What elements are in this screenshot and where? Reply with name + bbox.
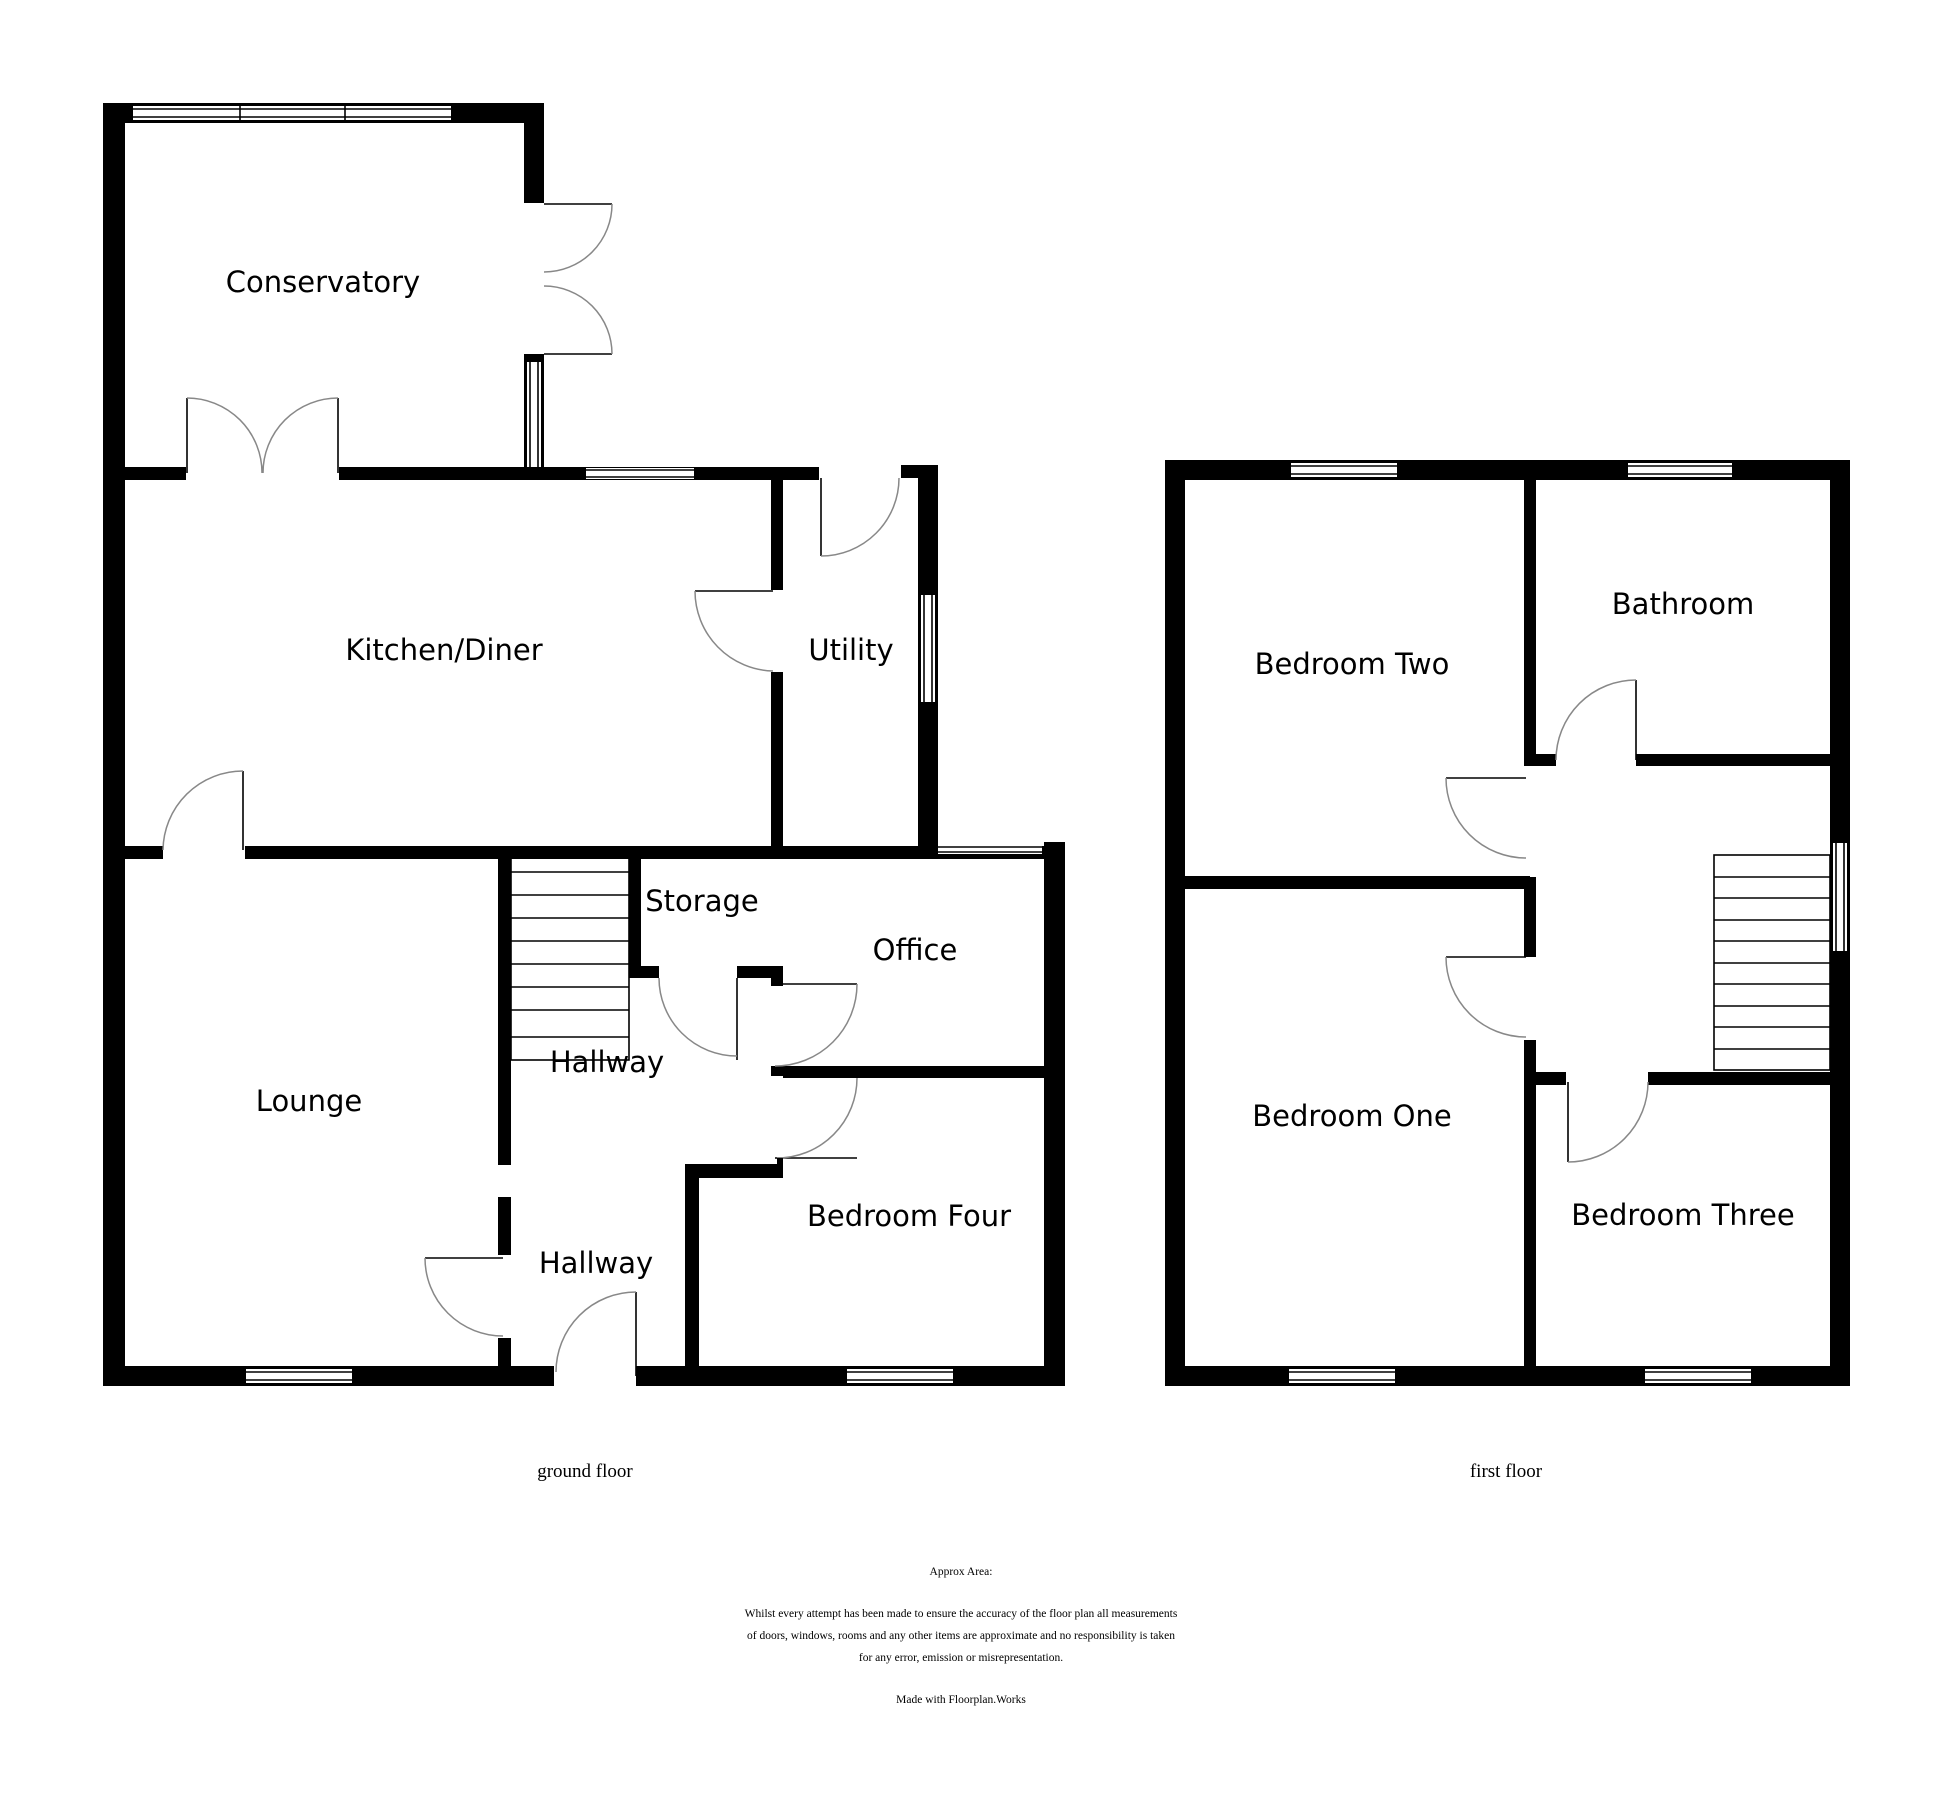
office-door	[774, 983, 858, 1067]
room-label-hallway-lower: Hallway	[539, 1246, 653, 1280]
room-label-storage: Storage	[645, 884, 758, 918]
lounge-door	[162, 770, 244, 851]
plan-notes: Approx Area: Whilst every attempt has be…	[745, 1566, 1178, 1706]
ground-stairs	[510, 849, 630, 1061]
utility-door	[694, 590, 774, 672]
room-label-bedroom-two: Bedroom Two	[1255, 647, 1450, 681]
bathroom-door	[1555, 679, 1637, 761]
room-label-kitchen-diner: Kitchen/Diner	[345, 633, 542, 667]
first-floor-plan: Bedroom Two Bathroom Bedroom One Bedroom…	[1165, 460, 1850, 1482]
bedroom-three-door	[1567, 1081, 1649, 1163]
room-label-bedroom-four: Bedroom Four	[807, 1199, 1011, 1233]
landing-window	[1833, 843, 1847, 951]
approx-area-label: Approx Area:	[930, 1566, 993, 1578]
bathroom-window	[1628, 463, 1732, 477]
room-label-conservatory: Conservatory	[226, 265, 420, 299]
room-label-bedroom-one: Bedroom One	[1252, 1099, 1451, 1133]
front-door	[555, 1291, 637, 1376]
bedroom-four-window	[847, 1369, 953, 1383]
conservatory-window	[133, 106, 451, 120]
room-label-bedroom-three: Bedroom Three	[1571, 1198, 1794, 1232]
first-floor-stairs	[1713, 854, 1831, 1071]
utility-window	[921, 595, 935, 702]
room-label-office: Office	[873, 933, 958, 967]
bedroom-three-window	[1645, 1369, 1751, 1383]
utility-back-door	[820, 477, 900, 557]
room-label-lounge: Lounge	[256, 1084, 362, 1118]
room-label-hallway-upper: Hallway	[550, 1045, 664, 1079]
storage-door	[658, 977, 738, 1060]
bedroom-one-door	[1445, 956, 1527, 1038]
ground-floor-label: ground floor	[537, 1461, 633, 1482]
lounge-window	[246, 1369, 352, 1383]
disclaimer-line-3: for any error, emission or misrepresenta…	[859, 1652, 1063, 1664]
lounge-hall-door	[424, 1257, 504, 1337]
disclaimer-line-1: Whilst every attempt has been made to en…	[745, 1608, 1178, 1620]
room-label-utility: Utility	[808, 633, 893, 667]
made-with-credit: Made with Floorplan.Works	[896, 1694, 1026, 1706]
first-floor-label: first floor	[1470, 1461, 1543, 1482]
room-label-bathroom: Bathroom	[1612, 587, 1754, 621]
bedroom-two-door	[1445, 777, 1527, 859]
kitchen-window	[586, 468, 694, 479]
conservatory-french-doors	[543, 203, 613, 355]
bedroom-one-window	[1289, 1369, 1395, 1383]
conservatory-side-window	[527, 362, 541, 470]
bedroom-four-door	[775, 1077, 858, 1159]
ground-floor-plan: Conservatory Kitchen/Diner Utility Stora…	[103, 103, 1065, 1482]
kitchen-french-doors	[186, 397, 339, 474]
bedroom-two-window	[1291, 463, 1397, 477]
office-window	[938, 845, 1042, 854]
disclaimer-line-2: of doors, windows, rooms and any other i…	[747, 1630, 1175, 1642]
